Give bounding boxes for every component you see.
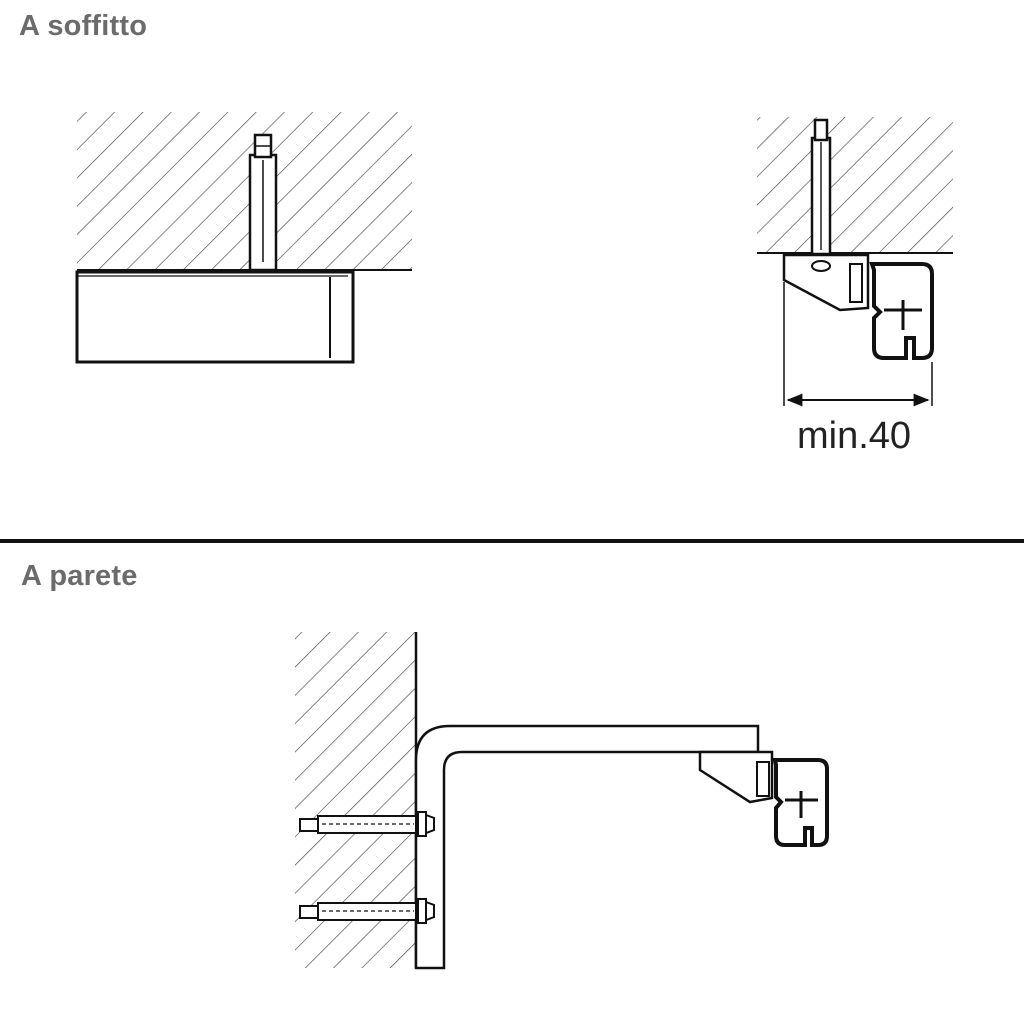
- section-title-ceiling: A soffitto: [19, 10, 148, 42]
- wall-mount-view: [295, 632, 829, 970]
- rail-profile-ceiling: [869, 262, 934, 360]
- rail-profile-wall: [772, 758, 829, 847]
- ceiling-front-view: [75, 112, 412, 364]
- ceiling-bracket: [782, 253, 870, 312]
- ceiling-hatch-right: [757, 117, 953, 253]
- section-divider: [0, 539, 1024, 543]
- dimension-label: min.40: [797, 415, 911, 457]
- dimension-min40: min.40: [783, 282, 933, 457]
- ceiling-screw-right: [810, 118, 832, 256]
- curtain-rail-side: [75, 270, 355, 364]
- section-title-wall: A parete: [21, 560, 138, 592]
- wall-rail-clip: [698, 750, 774, 804]
- ceiling-screw-left: [248, 133, 278, 272]
- ceiling-hatch-left: [77, 112, 412, 270]
- wall-screw-upper: [299, 811, 435, 837]
- wall-screw-lower: [299, 898, 435, 924]
- ceiling-section-view: min.40: [757, 117, 953, 457]
